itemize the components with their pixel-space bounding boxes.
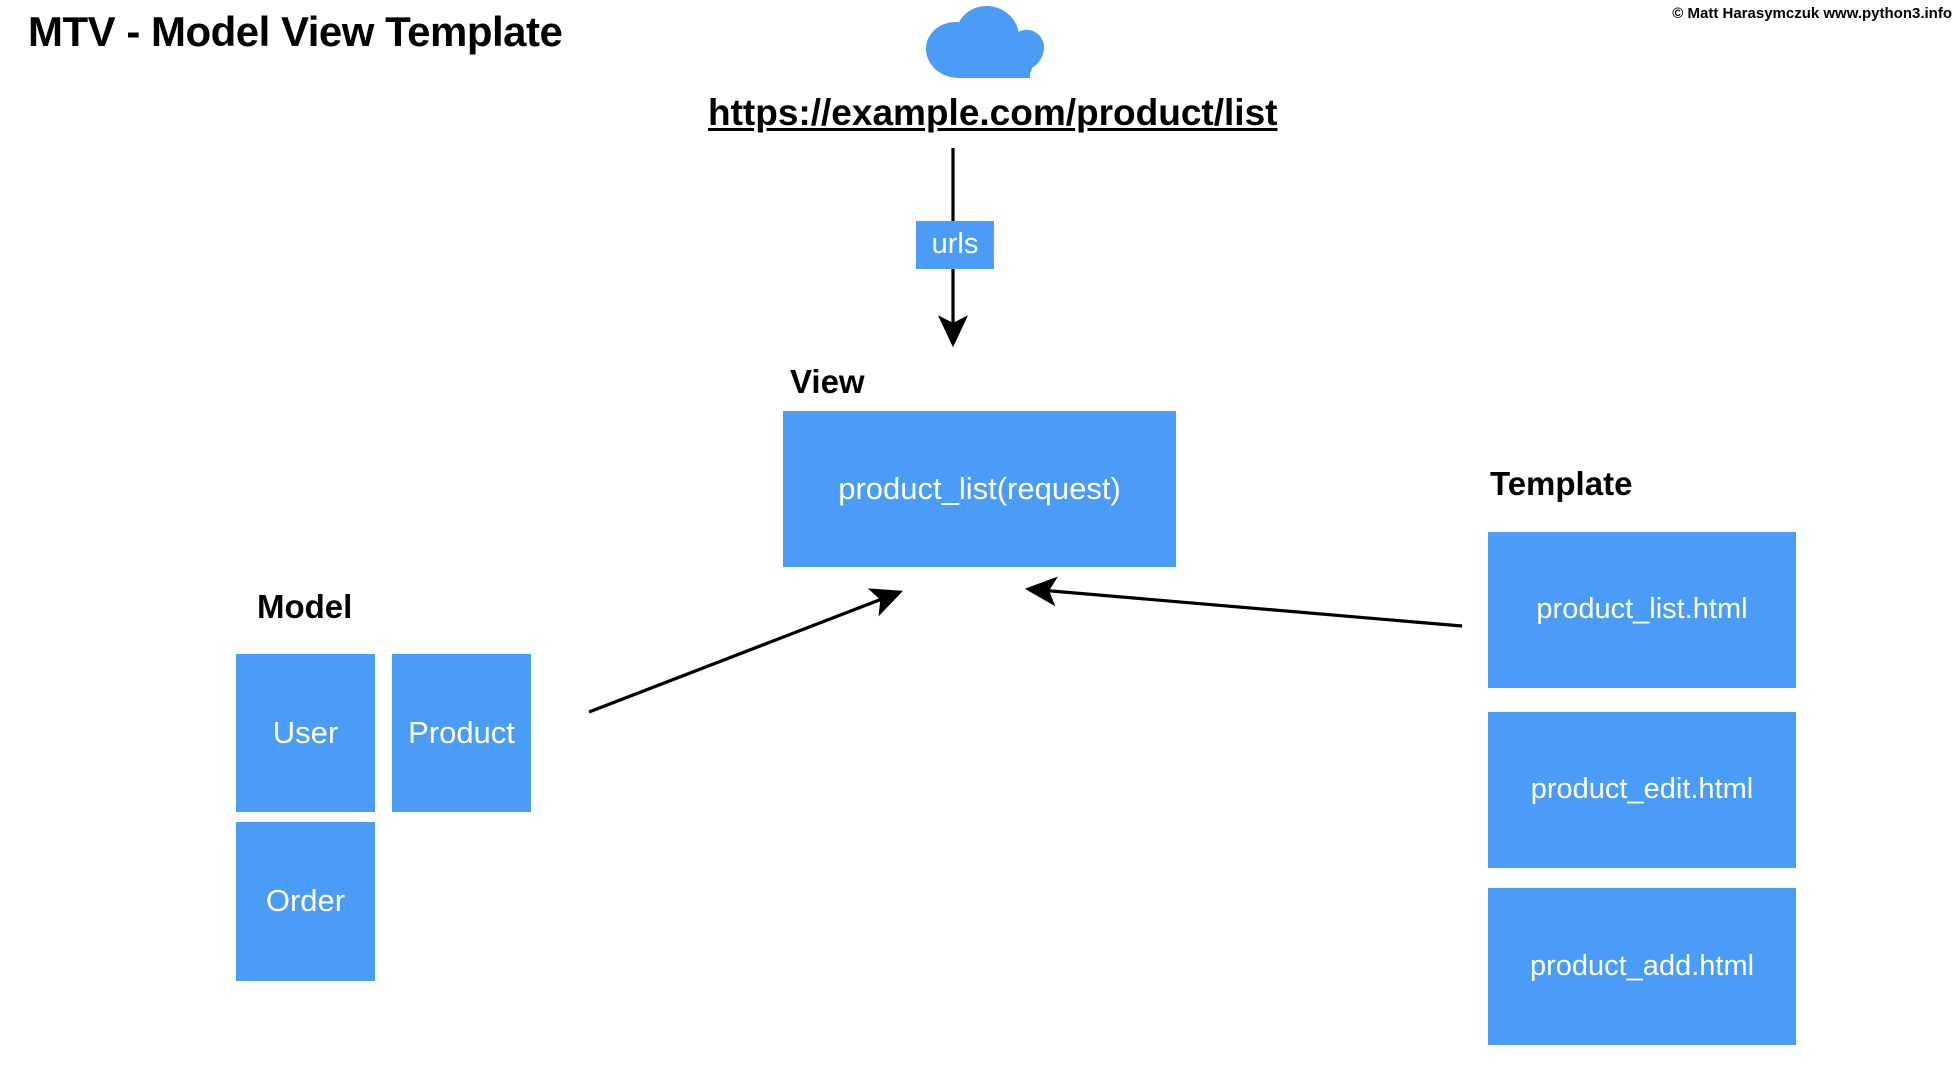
model-product-box[interactable]: Product (392, 654, 531, 812)
model-user-box[interactable]: User (236, 654, 375, 812)
copyright-notice: © Matt Harasymczuk www.python3.info (1672, 5, 1952, 22)
model-user-label: User (272, 714, 339, 750)
section-heading-model: Model (257, 588, 353, 625)
model-order-box[interactable]: Order (236, 822, 375, 981)
url-link[interactable]: https://example.com/product/list (708, 92, 1278, 133)
template-product-list-label: product_list.html (1536, 593, 1748, 626)
arrow-model-to-view (588, 588, 903, 714)
section-heading-view: View (790, 363, 865, 400)
template-product-add-label: product_add.html (1529, 949, 1755, 982)
model-order-label: Order (265, 883, 346, 919)
view-product-list-box[interactable]: product_list(request) (783, 411, 1176, 567)
view-product-list-label: product_list(request) (838, 470, 1121, 506)
template-product-list-box[interactable]: product_list.html (1488, 532, 1796, 688)
arrow-template-to-view (1024, 576, 1463, 628)
cloud-icon (926, 6, 1044, 78)
section-heading-template: Template (1490, 465, 1633, 502)
urls-router-label: urls (931, 228, 979, 261)
model-product-label: Product (408, 714, 515, 750)
page-title: MTV - Model View Template (28, 8, 563, 55)
urls-router-box[interactable]: urls (916, 221, 994, 269)
template-product-edit-box[interactable]: product_edit.html (1488, 712, 1796, 868)
template-product-add-box[interactable]: product_add.html (1488, 888, 1796, 1045)
template-product-edit-label: product_edit.html (1530, 773, 1754, 806)
